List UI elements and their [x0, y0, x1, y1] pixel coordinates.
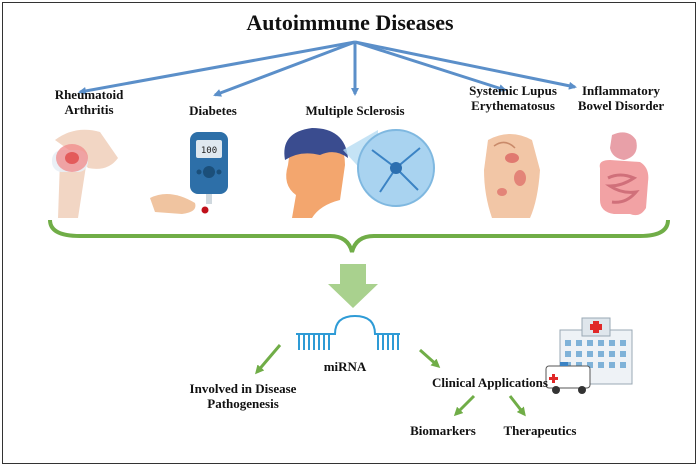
arrow-to-diabetes	[213, 40, 356, 97]
label-mirna: miRNA	[323, 359, 367, 374]
label-line: Inflammatory	[582, 83, 660, 98]
arrow-to-clinical	[419, 348, 441, 368]
label-pathogenesis: Involved in Disease Pathogenesis	[168, 381, 318, 412]
hospital-window	[620, 340, 626, 346]
green-brace	[48, 219, 670, 253]
label-multiple-sclerosis: Multiple Sclerosis	[290, 103, 420, 119]
label-line: Multiple Sclerosis	[305, 103, 405, 118]
glucose-meter-icon: 100	[150, 132, 228, 214]
label-diabetes: Diabetes	[168, 103, 258, 119]
arrow-to-systemic-lupus	[354, 40, 507, 92]
arrow-to-rheumatoid-arthritis	[78, 40, 356, 95]
hospital-window	[609, 340, 615, 346]
label-rheumatoid-arthritis: Rheumatoid Arthritis	[44, 87, 134, 118]
label-line: Systemic Lupus	[469, 83, 557, 98]
arrow-to-biomarkers	[453, 394, 476, 417]
hospital-window	[587, 340, 593, 346]
fan-arrows	[78, 40, 577, 97]
hospital-window	[576, 340, 582, 346]
ambulance-icon	[545, 362, 591, 394]
arrow-to-pathogenesis	[255, 344, 282, 375]
label-line: Pathogenesis	[207, 395, 279, 411]
skin-rash-back-icon	[484, 134, 540, 218]
hospital-window	[609, 362, 615, 368]
intestine-icon	[599, 132, 649, 216]
hospital-window	[576, 362, 582, 368]
knee-joint-icon	[52, 129, 118, 218]
hospital-window	[565, 340, 571, 346]
svg-text:100: 100	[201, 146, 217, 156]
hospital-window	[598, 351, 604, 357]
hospital-window	[609, 351, 615, 357]
head-neuron-icon	[284, 128, 435, 218]
arrow-to-therapeutics	[508, 395, 526, 417]
hospital-window	[587, 351, 593, 357]
label-line: Rheumatoid	[54, 87, 124, 102]
label-line: Diabetes	[189, 103, 237, 118]
down-arrow	[328, 264, 378, 308]
label-systemic-lupus: Systemic Lupus Erythematosus	[458, 83, 568, 114]
arrow-to-inflammatory-bowel	[354, 40, 577, 90]
label-line: Arthritis	[64, 101, 114, 117]
diagram-title: Autoimmune Diseases	[246, 10, 454, 35]
label-therapeutics: Therapeutics	[503, 423, 577, 438]
label-biomarkers: Biomarkers	[410, 423, 476, 438]
label-line: Bowel Disorder	[577, 97, 665, 113]
hospital-window	[620, 362, 626, 368]
label-inflammatory-bowel: Inflammatory Bowel Disorder	[562, 83, 680, 114]
label-line: Erythematosus	[471, 97, 555, 113]
hospital-window	[565, 351, 571, 357]
hospital-window	[598, 340, 604, 346]
hospital-window	[620, 351, 626, 357]
mirna-hairpin-icon	[296, 314, 400, 350]
label-clinical-applications: Clinical Applications	[432, 375, 548, 390]
label-line: Involved in Disease	[189, 381, 297, 396]
hospital-window	[576, 351, 582, 357]
hospital-window	[598, 362, 604, 368]
hospital-window	[587, 362, 593, 368]
diagram-border	[2, 2, 696, 464]
